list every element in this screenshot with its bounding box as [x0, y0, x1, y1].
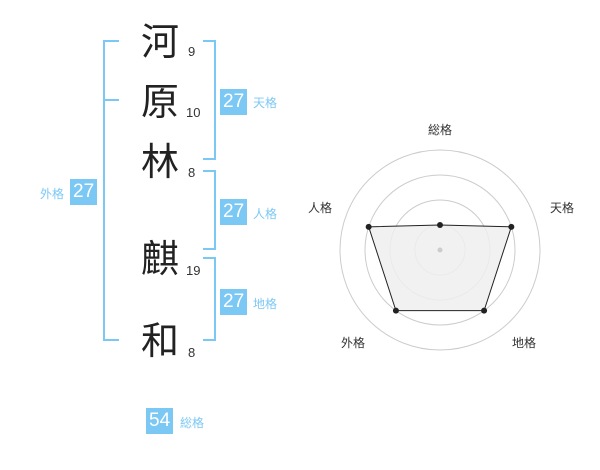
gaikaku-label: 外格: [40, 187, 65, 201]
soukaku-label: 総格: [180, 416, 205, 430]
soukaku-value: 54: [146, 408, 174, 434]
radar-point-1: [508, 223, 515, 230]
stroke-count-3: 8: [188, 165, 196, 180]
radar-axis-label-jinkaku: 人格: [308, 201, 333, 215]
tenkaku-value: 27: [220, 89, 248, 115]
radar-point-4: [365, 223, 372, 230]
stroke-count-2: 10: [186, 105, 201, 120]
gaikaku-value: 27: [70, 179, 98, 205]
radar-point-2: [481, 307, 488, 314]
name-char-1: 河: [141, 20, 180, 64]
radar-axis-label-gaikaku: 外格: [341, 336, 366, 350]
chikaku-label: 地格: [253, 297, 278, 311]
stroke-count-1: 9: [188, 44, 196, 59]
chikaku-value: 27: [220, 289, 248, 315]
radar-chart: [339, 149, 541, 351]
radar-axis-label-chikaku: 地格: [512, 336, 537, 350]
jinkaku-label: 人格: [253, 207, 278, 221]
radar-center-dot: [437, 247, 443, 253]
name-char-4: 麒: [141, 237, 180, 281]
radar-area: [367, 224, 513, 312]
stroke-count-4: 19: [186, 263, 201, 278]
radar-ring: [339, 149, 541, 351]
tenkaku-label: 天格: [253, 96, 278, 110]
radar-point-3: [392, 307, 399, 314]
name-char-5: 和: [141, 319, 180, 363]
jinkaku-value: 27: [220, 199, 248, 225]
name-char-2: 原: [141, 80, 180, 124]
radar-ring: [364, 174, 516, 326]
radar-axis-label-tenkaku: 天格: [550, 201, 575, 215]
radar-point-0: [437, 222, 443, 228]
stroke-count-5: 8: [188, 345, 196, 360]
name-char-3: 林: [141, 140, 180, 184]
radar-axis-label-soukaku: 総格: [428, 123, 453, 137]
